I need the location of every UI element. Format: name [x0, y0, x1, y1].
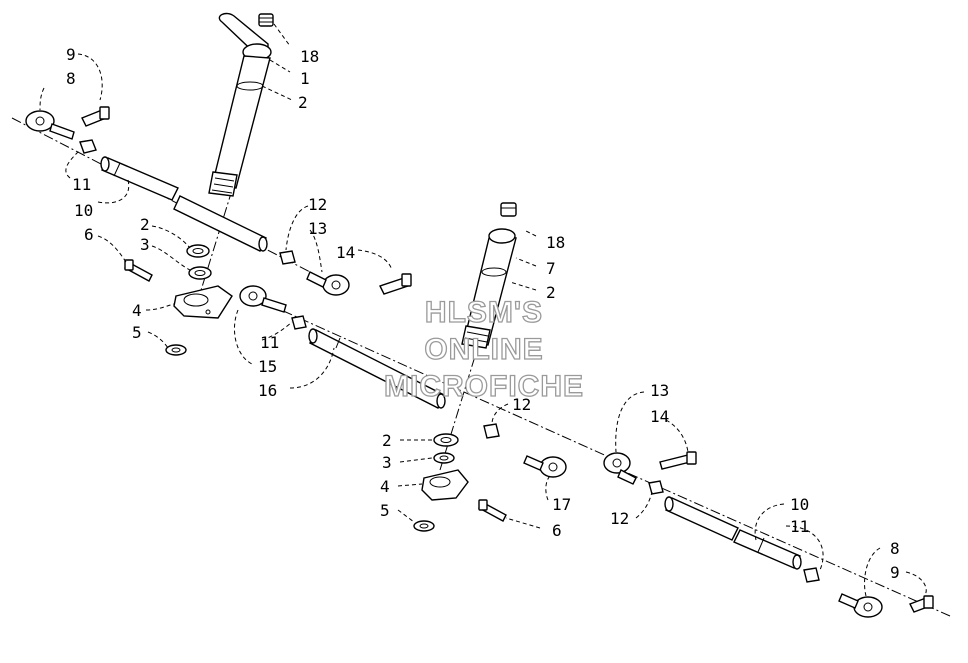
- callout-8: 8: [890, 539, 900, 558]
- callout-12: 12: [610, 509, 629, 528]
- pitman-arm-lower: [421, 469, 469, 501]
- callout-15: 15: [258, 357, 277, 376]
- bolt-lower-14: [659, 451, 697, 470]
- callout-9: 9: [66, 45, 76, 64]
- callout-16: 16: [258, 381, 277, 400]
- callout-11: 11: [260, 333, 279, 352]
- callout-10: 10: [790, 495, 809, 514]
- ball-joint-lower-right: [838, 593, 883, 618]
- axis-line-lower-post: [439, 339, 481, 471]
- callout-3: 3: [382, 453, 392, 472]
- ball-joint-upper-left: [25, 110, 75, 140]
- ball-joint-lower-13: [603, 452, 637, 485]
- bolt-upper-right: [379, 273, 412, 295]
- callout-7: 7: [546, 259, 556, 278]
- jam-nut-12-mid: [483, 423, 500, 439]
- callout-11: 11: [790, 517, 809, 536]
- steering-post-lower: [461, 228, 517, 349]
- tie-rod-lower-end: [733, 529, 802, 570]
- callout-14: 14: [336, 243, 355, 262]
- leader-lines: [39, 23, 927, 597]
- bolt-lower-6: [478, 499, 507, 522]
- tie-rod-upper-mid: [173, 195, 268, 252]
- jam-nut-11-mid: [291, 315, 307, 330]
- callout-13: 13: [650, 381, 669, 400]
- callout-18: 18: [300, 47, 319, 66]
- callout-3: 3: [140, 235, 150, 254]
- ball-joint-upper-right: [306, 271, 350, 296]
- lock-nut-upper-5: [165, 344, 187, 356]
- callout-10: 10: [74, 201, 93, 220]
- callout-2: 2: [140, 215, 150, 234]
- jam-nut-upper-right: [279, 250, 296, 265]
- watermark: HLSM'S ONLINE MICROFICHE: [383, 295, 584, 403]
- callout-4: 4: [132, 301, 142, 320]
- callout-numbers: 9 8 18 1 2 11 10 12 13 14 6 2 3 4 5 11 1…: [66, 45, 900, 582]
- axis-line-lower: [611, 465, 951, 617]
- callout-18: 18: [546, 233, 565, 252]
- post-cap-lower: [500, 202, 517, 217]
- tie-rod-mid: [308, 328, 446, 409]
- watermark-line-2: ONLINE: [424, 333, 543, 366]
- washer-lower-3: [433, 452, 455, 464]
- watermark-line-1: HLSM'S: [425, 296, 543, 329]
- callout-17: 17: [552, 495, 571, 514]
- callout-6: 6: [552, 521, 562, 540]
- callout-8: 8: [66, 69, 76, 88]
- jam-nut-lower-11: [803, 567, 820, 583]
- bolt-upper-left: [81, 106, 110, 127]
- jam-nut-lower-12: [648, 480, 664, 495]
- callout-5: 5: [380, 501, 390, 520]
- ball-joint-17: [523, 455, 567, 478]
- callout-6: 6: [84, 225, 94, 244]
- washer-lower-2: [433, 433, 459, 447]
- lock-nut-lower-5: [413, 520, 435, 532]
- pitman-arm-upper: [173, 285, 233, 319]
- post-cap-upper: [258, 13, 274, 27]
- axis-line-upper-post: [197, 189, 233, 301]
- bolt-upper-6: [124, 259, 153, 282]
- callout-13: 13: [308, 219, 327, 238]
- tie-rod-upper-left: [100, 156, 179, 201]
- steering-post-upper: [208, 12, 272, 197]
- tie-rod-lower-right: [664, 496, 739, 541]
- washer-upper-2: [186, 244, 210, 258]
- callout-2: 2: [382, 431, 392, 450]
- callout-9: 9: [890, 563, 900, 582]
- watermark-line-3: MICROFICHE: [384, 370, 584, 403]
- callout-2: 2: [298, 93, 308, 112]
- callout-2: 2: [546, 283, 556, 302]
- callout-14: 14: [650, 407, 669, 426]
- axis-line-mid: [249, 295, 621, 463]
- callout-11: 11: [72, 175, 91, 194]
- callout-12: 12: [512, 395, 531, 414]
- jam-nut-upper-left: [79, 139, 97, 154]
- callout-5: 5: [132, 323, 142, 342]
- bolt-lower-right-9: [909, 595, 934, 613]
- callout-12: 12: [308, 195, 327, 214]
- callout-4: 4: [380, 477, 390, 496]
- washer-upper-3: [188, 266, 212, 280]
- ball-joint-15: [239, 285, 287, 313]
- callout-1: 1: [300, 69, 310, 88]
